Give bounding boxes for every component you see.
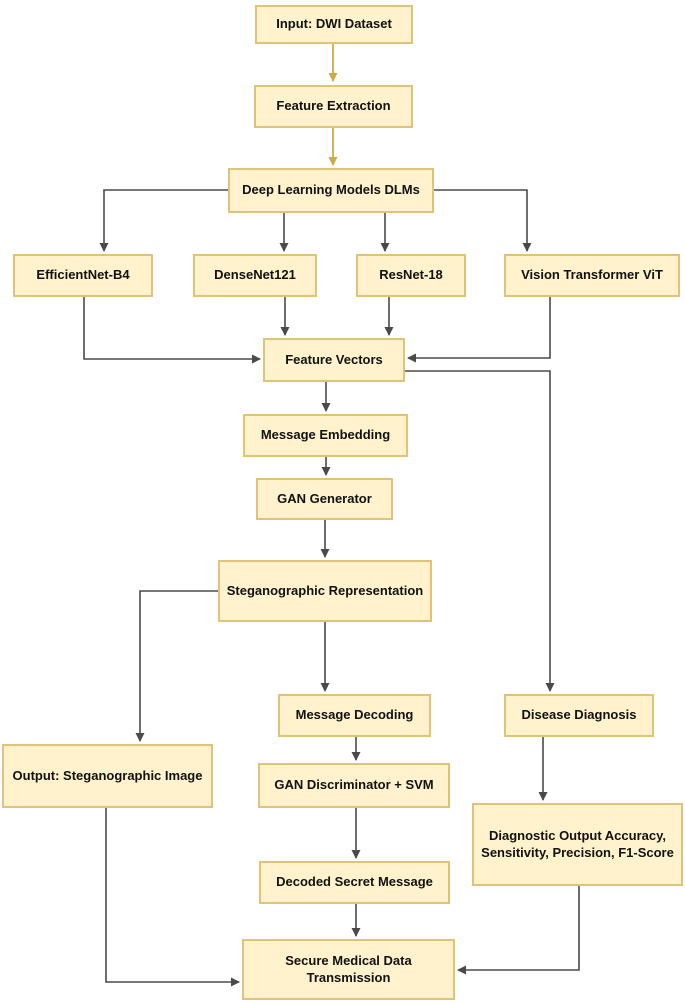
- node-resnet-18: ResNet-18: [356, 254, 466, 297]
- node-decoded-secret-message: Decoded Secret Message: [259, 861, 450, 904]
- edge-diagnostic-output-to-secure-transmission: [457, 886, 580, 975]
- node-gan-discriminator-svm: GAN Discriminator + SVM: [258, 763, 450, 808]
- node-input-dwi-dataset: Input: DWI Dataset: [255, 5, 413, 44]
- edge-dlms-to-vit: [434, 189, 532, 252]
- node-vision-transformer-vit: Vision Transformer ViT: [504, 254, 680, 297]
- node-message-embedding: Message Embedding: [243, 414, 408, 457]
- edge-dlms-to-efficientnet: [99, 189, 228, 252]
- node-feature-vectors: Feature Vectors: [263, 338, 405, 382]
- edge-feature-vectors-to-disease-diagnosis: [405, 370, 555, 692]
- edge-output-image-to-secure-transmission: [105, 808, 240, 987]
- node-output-steganographic-image: Output: Steganographic Image: [2, 744, 213, 808]
- node-efficientnet-b4: EfficientNet-B4: [13, 254, 153, 297]
- node-feature-extraction: Feature Extraction: [254, 85, 413, 128]
- edge-efficientnet-to-feature-vectors: [83, 297, 261, 364]
- edge-steg-representation-to-output-image: [135, 590, 218, 742]
- node-message-decoding: Message Decoding: [278, 694, 431, 737]
- node-disease-diagnosis: Disease Diagnosis: [504, 694, 654, 737]
- node-densenet121: DenseNet121: [193, 254, 317, 297]
- node-steganographic-representation: Steganographic Representation: [218, 560, 432, 622]
- edge-vit-to-feature-vectors: [407, 297, 551, 363]
- node-gan-generator: GAN Generator: [256, 478, 393, 520]
- node-diagnostic-output-metrics: Diagnostic Output Accuracy, Sensitivity,…: [472, 803, 683, 886]
- node-secure-medical-data-transmission: Secure Medical Data Transmission: [242, 939, 455, 1000]
- node-deep-learning-models: Deep Learning Models DLMs: [228, 168, 434, 213]
